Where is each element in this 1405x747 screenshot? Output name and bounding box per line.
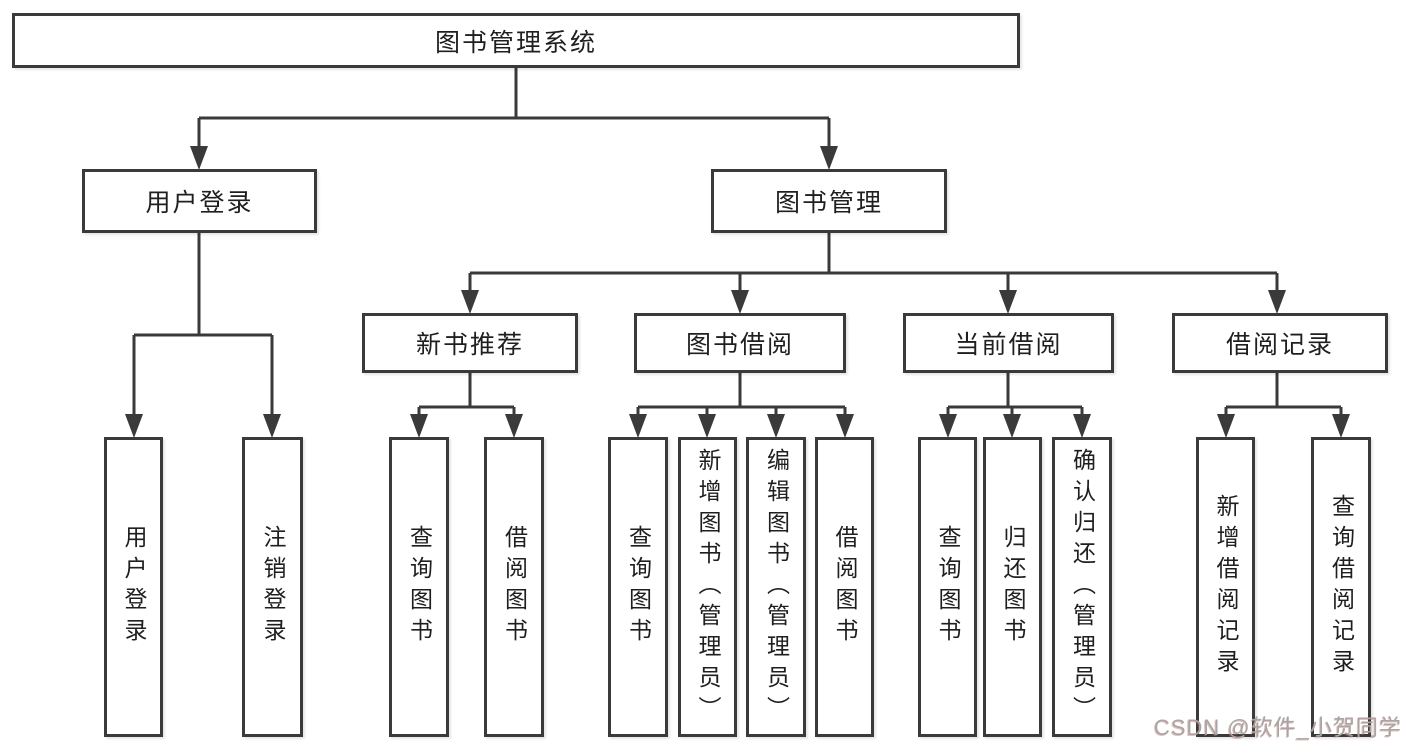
leaf-add-book-admin: 新增图书（管理员）: [678, 437, 737, 737]
connector-book-borrow: [636, 373, 847, 418]
connector-book-management: [468, 233, 1279, 294]
node-book-management-label: 图书管理: [774, 189, 883, 217]
connector-root: [197, 68, 831, 150]
leaf-borrow-book-recommend: 借阅图书: [484, 437, 544, 737]
leaf-add-borrow-record: 新增借阅记录: [1196, 437, 1255, 737]
leaf-return-book: 归还图书: [983, 437, 1042, 737]
leaf-borrow-book-recommend-label: 借阅图书: [501, 525, 528, 649]
arrowhead-icon: [820, 146, 838, 170]
arrowhead-icon: [939, 414, 957, 438]
node-root: 图书管理系统: [12, 13, 1020, 68]
arrowhead-icon: [1217, 414, 1235, 438]
arrowhead-icon: [1268, 290, 1286, 314]
arrowhead-icon: [505, 414, 523, 438]
node-root-label: 图书管理系统: [434, 28, 597, 57]
connector-user-login: [132, 233, 274, 418]
arrowhead-icon: [190, 146, 208, 170]
leaf-query-book-recommend: 查询图书: [389, 437, 449, 737]
csdn-watermark: CSDN @软件_小贺同学: [1153, 715, 1402, 740]
connector-borrow-records: [1224, 373, 1343, 418]
leaf-user-login: 用户登录: [104, 437, 163, 737]
arrowhead-icon: [410, 414, 428, 438]
node-borrow-records: 借阅记录: [1172, 313, 1388, 373]
node-new-book-recommend-label: 新书推荐: [415, 331, 524, 359]
leaf-confirm-return-admin: 确认归还（管理员）: [1052, 437, 1112, 737]
leaf-add-book-admin-label: 新增图书（管理员）: [695, 447, 721, 727]
arrowhead-icon: [1332, 414, 1350, 438]
connector-current-borrow: [946, 373, 1084, 418]
arrowhead-icon: [125, 414, 143, 438]
arrowhead-icon: [767, 414, 785, 438]
connector-new-book-recommend: [417, 373, 516, 418]
arrowhead-icon: [999, 290, 1017, 314]
leaf-logout-login: 注销登录: [242, 437, 303, 737]
node-book-borrow-label: 图书借阅: [685, 331, 794, 359]
leaf-return-book-label: 归还图书: [1000, 525, 1026, 649]
arrowhead-icon: [731, 290, 749, 314]
leaf-borrow-book-label: 借阅图书: [832, 525, 858, 649]
leaf-query-borrow-record-label: 查询借阅记录: [1328, 494, 1355, 680]
arrowhead-icon: [1073, 414, 1091, 438]
node-current-borrow-label: 当前借阅: [954, 331, 1063, 359]
node-new-book-recommend: 新书推荐: [362, 313, 578, 373]
node-borrow-records-label: 借阅记录: [1225, 331, 1334, 359]
leaf-logout-login-label: 注销登录: [260, 525, 286, 649]
node-book-borrow: 图书借阅: [634, 313, 846, 373]
arrowheads: [125, 146, 1350, 438]
arrowhead-icon: [629, 414, 647, 438]
leaf-query-book-current-label: 查询图书: [935, 525, 961, 649]
leaf-query-book-recommend-label: 查询图书: [406, 525, 433, 649]
leaf-edit-book-admin: 编辑图书（管理员）: [746, 437, 806, 737]
node-user-login: 用户登录: [82, 169, 317, 233]
arrowhead-icon: [263, 414, 281, 438]
leaf-confirm-return-admin-label: 确认归还（管理员）: [1069, 447, 1096, 727]
arrowhead-icon: [698, 414, 716, 438]
leaf-add-borrow-record-label: 新增借阅记录: [1213, 494, 1239, 680]
node-user-login-label: 用户登录: [145, 189, 254, 217]
leaf-edit-book-admin-label: 编辑图书（管理员）: [763, 447, 790, 727]
arrowhead-icon: [1003, 414, 1021, 438]
leaf-query-book-current: 查询图书: [918, 437, 977, 737]
leaf-query-book-borrow: 查询图书: [608, 437, 668, 737]
leaf-borrow-book: 借阅图书: [815, 437, 874, 737]
arrowhead-icon: [461, 290, 479, 314]
arrowhead-icon: [836, 414, 854, 438]
leaf-query-borrow-record: 查询借阅记录: [1311, 437, 1371, 737]
leaf-user-login-label: 用户登录: [121, 525, 147, 649]
node-current-borrow: 当前借阅: [903, 313, 1114, 373]
leaf-query-book-borrow-label: 查询图书: [625, 525, 652, 649]
node-book-management: 图书管理: [711, 169, 947, 233]
